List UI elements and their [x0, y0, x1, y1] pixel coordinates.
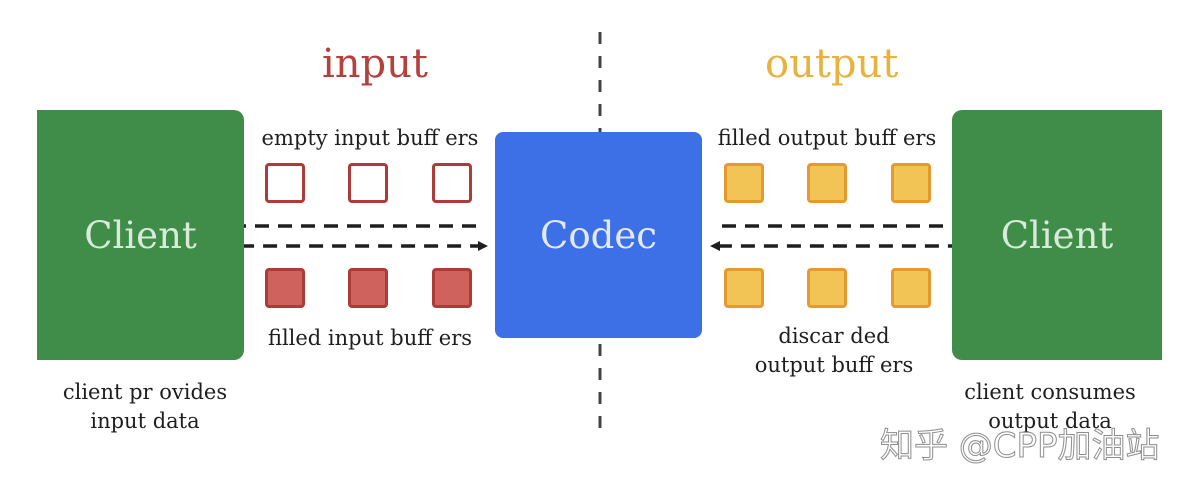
filled-input-buffer — [265, 268, 305, 308]
input-heading: input — [322, 41, 428, 87]
client-consumes-caption-line2: output data — [988, 409, 1112, 433]
codec-node: Codec — [495, 132, 702, 338]
discarded-buffers-caption-line2: output buff ers — [754, 353, 914, 377]
filled-output-buffer — [807, 163, 847, 203]
empty-input-buffer — [348, 163, 388, 203]
client-provides-caption-line1: client pr ovides — [62, 380, 228, 404]
client-node-right: Client — [952, 110, 1162, 360]
client-node-left: Client — [37, 110, 244, 360]
filled-input-buffers-caption: filled input buff ers — [267, 326, 473, 350]
empty-input-buffers-caption: empty input buff ers — [261, 126, 479, 150]
filled-output-buffer — [891, 163, 931, 203]
discarded-output-buffer — [807, 268, 847, 308]
discarded-output-buffer — [891, 268, 931, 308]
output-heading: output — [765, 41, 899, 87]
filled-input-buffer — [348, 268, 388, 308]
empty-input-buffer — [432, 163, 472, 203]
client-right-label: Client — [1000, 213, 1114, 257]
client-left-label: Client — [84, 213, 197, 257]
empty-input-buffer — [265, 163, 305, 203]
client-consumes-caption-line1: client consumes — [964, 380, 1136, 404]
watermark-text: 知乎 @CPP加油站 — [880, 426, 1161, 467]
client-provides-caption-line2: input data — [90, 409, 200, 433]
filled-output-buffers-caption: filled output buff ers — [717, 126, 937, 150]
discarded-output-buffer — [724, 268, 764, 308]
codec-label: Codec — [540, 213, 657, 257]
filled-output-buffer — [724, 163, 764, 203]
input-flow-arrow — [212, 224, 488, 251]
output-flow-arrow — [710, 224, 988, 251]
filled-input-buffer — [432, 268, 472, 308]
discarded-buffers-caption-line1: discar ded — [778, 324, 890, 348]
